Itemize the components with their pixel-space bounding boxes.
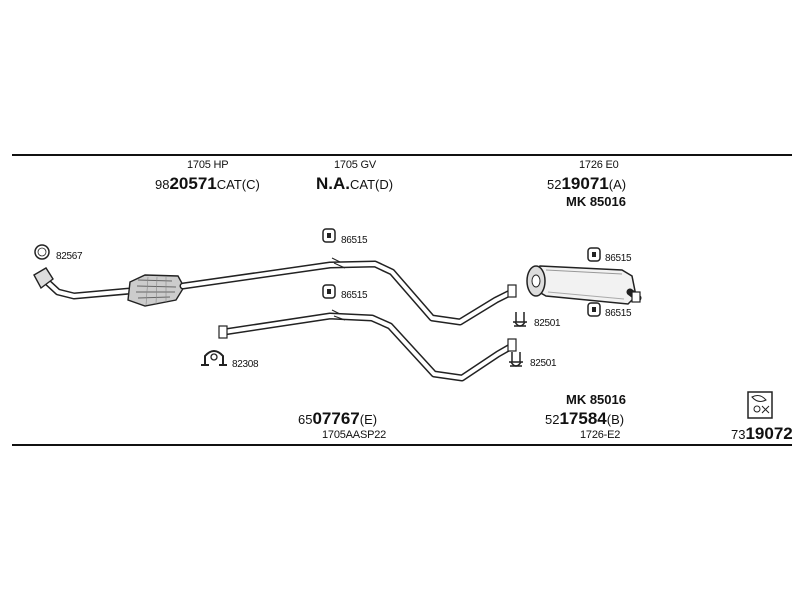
clamp-1-label: 82501 — [534, 318, 561, 329]
rear-mounting-kit: MK 85016 — [566, 194, 626, 209]
ring-part-label: 82567 — [56, 251, 83, 262]
kit-box-icon — [747, 391, 773, 419]
rear2-mounting-kit: MK 85016 — [566, 392, 626, 407]
complete-kit-partno: 7319072 — [731, 424, 793, 443]
intermediate-pipe-code: 1705AASP22 — [322, 429, 387, 441]
rubber-mount-icon — [322, 284, 336, 299]
intermediate-pipe-partno: 6507767(E) — [298, 409, 378, 428]
mount-1-label: 86515 — [341, 235, 368, 246]
clamp-3-label: 82308 — [232, 359, 259, 370]
rubber-mount-icon — [587, 247, 601, 262]
clamp-2-label: 82501 — [530, 358, 557, 369]
rear-section-code: 1726 E0 — [579, 159, 619, 171]
front-section-partno: 9820571CAT(C) — [155, 174, 260, 193]
front-pipe-catalyst — [33, 257, 517, 326]
mount-4-label: 86515 — [605, 308, 632, 319]
rear-silencer — [526, 265, 642, 305]
mid-section-partno: N.A.CAT(D) — [316, 174, 394, 193]
gasket-ring-icon — [34, 244, 50, 260]
pipe-clamp-icon — [513, 312, 527, 327]
mid-section-code: 1705 GV — [334, 159, 377, 171]
bottom-divider — [12, 444, 792, 446]
pipe-clamp-icon — [509, 352, 523, 367]
intermediate-pipe — [218, 309, 517, 382]
front-section-code: 1705 HP — [187, 159, 229, 171]
rear2-partno: 5217584(B) — [545, 409, 625, 428]
mount-2-label: 86515 — [341, 290, 368, 301]
rear2-code: 1726-E2 — [580, 429, 621, 441]
rear-section-partno: 5219071(A) — [547, 174, 627, 193]
pipe-clamp-icon — [201, 350, 227, 366]
rubber-mount-icon — [322, 228, 336, 243]
mount-3-label: 86515 — [605, 253, 632, 264]
rubber-mount-icon — [587, 302, 601, 317]
top-divider — [12, 154, 792, 156]
